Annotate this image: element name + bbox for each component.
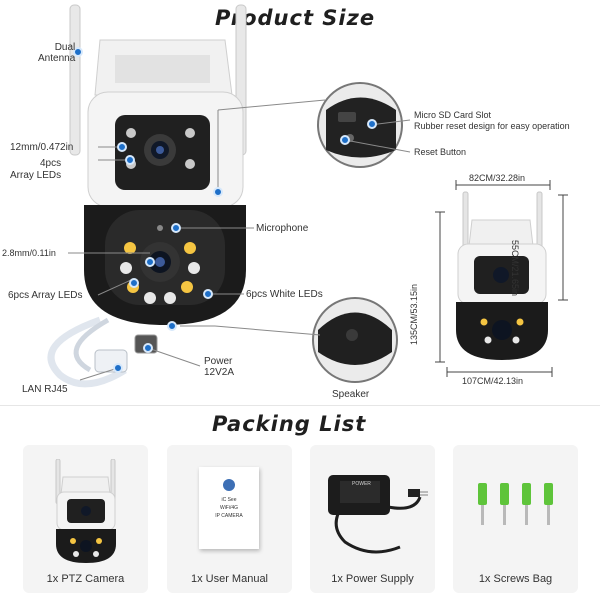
reset-button-label: Reset Button [414, 147, 467, 157]
screws-bag-image [478, 483, 553, 525]
lens-size-bottom-label: 2.8mm/0.11in [2, 248, 56, 258]
packing-card-power: POWER 1x Power Supply [310, 445, 435, 593]
manual-logo-icon [223, 479, 235, 491]
ptz-camera-image [55, 459, 116, 563]
dimension-width-top: 82CM/32.28in [469, 173, 526, 183]
packing-list-title: Packing List [212, 412, 367, 436]
packing-item-label: 1x Screws Bag [478, 573, 553, 585]
dimension-height-total: 135CM/53.15in [409, 283, 419, 345]
lens-size-top-label: 12mm/0.472in [10, 142, 74, 153]
dimension-width-bottom: 107CM/42.13in [462, 376, 524, 386]
power-label: Power 12V2A [204, 356, 235, 378]
lan-label: LAN RJ45 [22, 384, 68, 395]
dimension-height-top: 55CM/21.65in [510, 240, 520, 297]
packing-item-label: 1x Power Supply [331, 573, 414, 585]
white-leds-label: 6pcs White LEDs [246, 289, 323, 300]
packing-card-camera: 1x PTZ Camera [23, 445, 148, 593]
microphone-label: Microphone [256, 223, 309, 234]
manual-line-3: IP CAMERA [215, 513, 243, 519]
array-leds-top-label-2: Array LEDs [10, 170, 62, 181]
manual-line-2: WiFi/4G [219, 505, 239, 511]
packing-item-label: 1x PTZ Camera [46, 573, 125, 585]
power-supply-brand: POWER [352, 481, 371, 487]
micro-sd-label: Micro SD Card Slot Rubber reset design f… [414, 110, 570, 131]
main-camera-illustration [47, 4, 568, 388]
packing-card-manual: iC See WiFi/4G IP CAMERA 1x User Manual [167, 445, 292, 593]
packing-item-label: 1x User Manual [190, 573, 269, 585]
manual-brand: iC See [221, 497, 237, 503]
section-divider [0, 405, 600, 406]
user-manual-image: iC See WiFi/4G IP CAMERA [199, 467, 259, 549]
array-leds-top-label: 4pcs [40, 158, 62, 169]
power-supply-image [328, 475, 428, 554]
dual-antenna-label: Dual Antenna [38, 42, 76, 64]
speaker-label: Speaker [332, 389, 370, 400]
packing-card-screws: 1x Screws Bag [453, 445, 578, 593]
array-leds-bottom-label: 6pcs Array LEDs [8, 290, 83, 301]
